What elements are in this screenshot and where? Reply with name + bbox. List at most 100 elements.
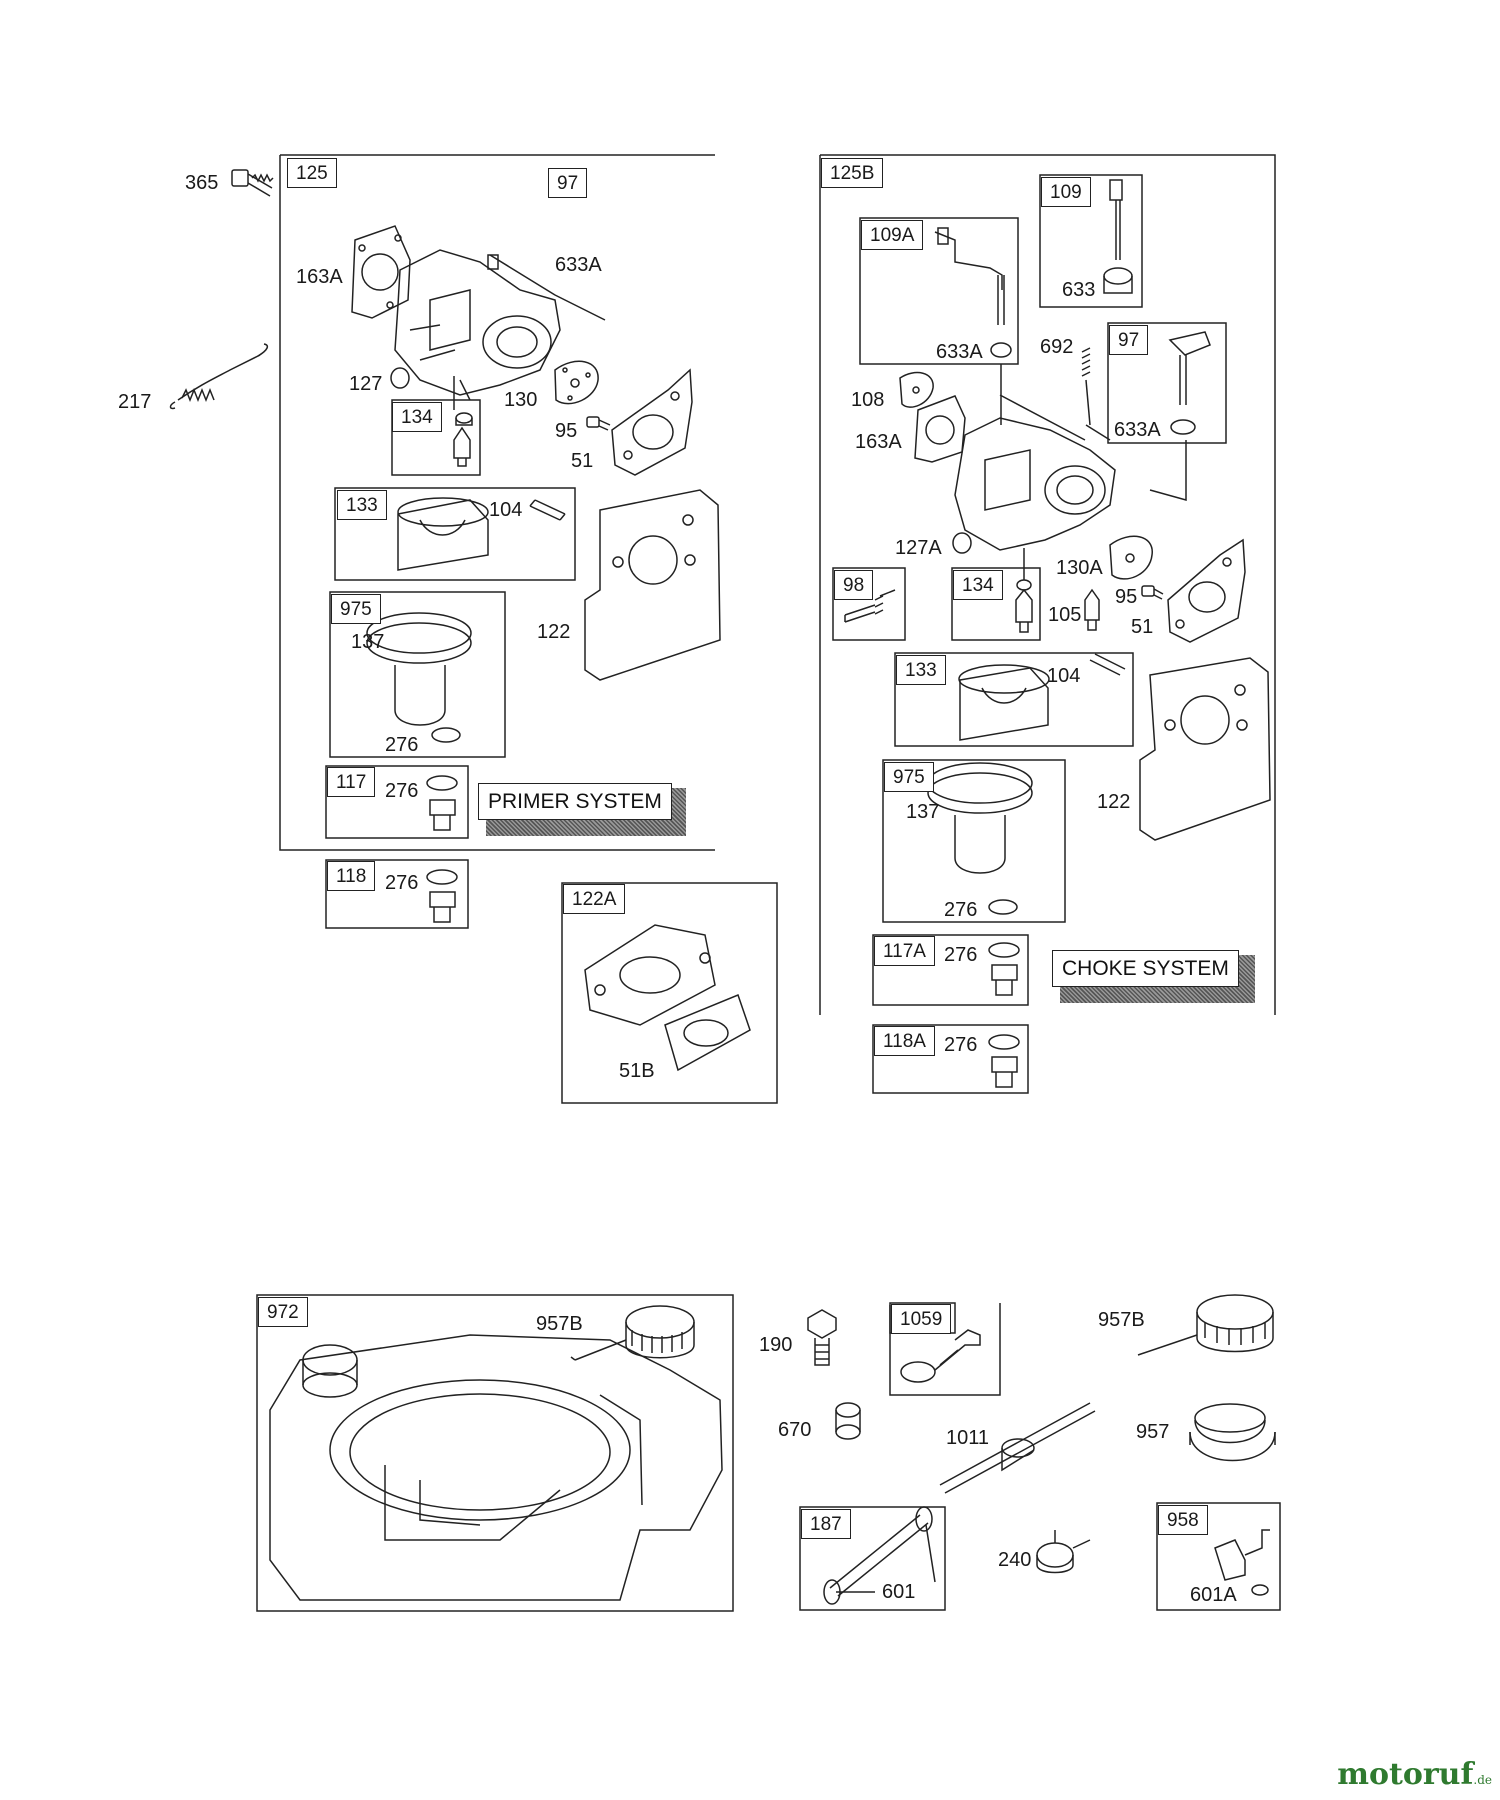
part-label-104: 104 — [489, 499, 523, 521]
bolt-190-icon — [807, 1309, 837, 1366]
part-label-108: 108 — [851, 389, 885, 411]
part-label-122-b: 122 — [1097, 791, 1131, 813]
plate-108-icon — [899, 371, 934, 408]
drain-117-box — [325, 765, 469, 839]
part-label-276-e: 276 — [944, 944, 978, 966]
part-box-label-125B: 125B — [821, 158, 884, 188]
filter-240-icon — [1036, 1530, 1091, 1574]
plate-122-left-icon — [584, 489, 721, 681]
part-label-51B: 51B — [619, 1060, 655, 1082]
part-label-276-d: 276 — [944, 899, 978, 921]
shaft-109-box — [1039, 174, 1143, 308]
screw-95-icon — [586, 416, 611, 431]
part-box-label-118: 118 — [327, 861, 376, 891]
part-label-51-b: 51 — [1131, 616, 1154, 638]
part-box-label-972: 972 — [258, 1297, 308, 1327]
part-box-label-98: 98 — [834, 570, 874, 600]
plate-130-icon — [554, 360, 599, 405]
part-label-240: 240 — [998, 1549, 1032, 1571]
watermark-suffix: .de — [1473, 1773, 1492, 1787]
part-box-label-109A: 109A — [861, 220, 924, 250]
part-label-633A-c: 633A — [1114, 419, 1161, 441]
part-label-633: 633 — [1062, 279, 1096, 301]
part-box-label-117: 117 — [327, 767, 376, 797]
part-label-137: 137 — [351, 631, 385, 653]
part-label-130A: 130A — [1056, 557, 1103, 579]
drain-118A-box — [872, 1024, 1029, 1094]
part-box-label-134: 134 — [392, 402, 442, 432]
part-label-1011: 1011 — [946, 1427, 990, 1449]
fuel-line-1011-icon — [939, 1402, 1096, 1494]
insulator-122A-box — [561, 882, 778, 1104]
watermark-logo: motoruf.de — [1337, 1760, 1492, 1790]
bolt-365-icon — [231, 169, 274, 197]
drain-118-box — [325, 859, 469, 929]
choke-group-frame — [819, 154, 1276, 1015]
part-box-label-122A: 122A — [563, 884, 626, 914]
screw-98-box — [832, 567, 906, 641]
bowl-975-box — [329, 591, 506, 758]
part-label-276-b: 276 — [385, 780, 419, 802]
choke-system-label: CHOKE SYSTEM — [1052, 950, 1239, 987]
needle-valve-134-right-box — [951, 548, 1041, 641]
part-label-670: 670 — [778, 1419, 812, 1441]
part-label-51: 51 — [571, 450, 594, 472]
gasket-163A-right-icon — [914, 395, 966, 463]
part-box-label-133: 133 — [337, 490, 387, 520]
part-box-label-975: 975 — [331, 594, 381, 624]
carburetor-body-left-icon — [394, 249, 606, 401]
part-label-633A-b: 633A — [936, 341, 983, 363]
part-box-label-1059: 1059 — [891, 1304, 952, 1334]
float-133-box — [334, 487, 576, 581]
plate-122-right-icon — [1139, 657, 1271, 841]
fuel-cap-957B-right-icon — [1137, 1294, 1274, 1356]
part-label-104-b: 104 — [1047, 665, 1081, 687]
shutoff-valve-958-box — [1156, 1502, 1281, 1611]
choke-shaft-109A-box — [859, 217, 1019, 365]
needle-105-icon — [1084, 588, 1100, 631]
part-box-label-187: 187 — [801, 1509, 851, 1539]
float-133-right-box — [894, 652, 1134, 747]
part-box-label-125: 125 — [287, 158, 337, 188]
part-label-130: 130 — [504, 389, 538, 411]
hose-187-box — [799, 1506, 946, 1611]
part-label-127: 127 — [349, 373, 383, 395]
part-box-label-117A: 117A — [874, 936, 935, 966]
spring-217-icon — [169, 343, 269, 410]
primer-group-frame — [279, 154, 715, 851]
bushing-670-icon — [835, 1402, 861, 1440]
part-box-label-97-right: 97 — [1109, 325, 1149, 355]
part-label-190: 190 — [759, 1334, 793, 1356]
part-label-601A: 601A — [1190, 1584, 1237, 1606]
gasket-51-left-icon — [611, 368, 693, 476]
part-label-95-b: 95 — [1115, 586, 1138, 608]
part-label-137-b: 137 — [906, 801, 940, 823]
part-label-95: 95 — [555, 420, 578, 442]
part-label-957B-b: 957B — [1098, 1309, 1145, 1331]
plug-127-icon — [390, 367, 410, 389]
shaft-97-right-box — [1107, 322, 1227, 444]
screw-95-right-icon — [1141, 585, 1164, 600]
gasket-51-right-icon — [1167, 538, 1246, 643]
part-label-957: 957 — [1136, 1421, 1170, 1443]
watermark-text: motoruf — [1337, 1757, 1474, 1792]
part-label-601: 601 — [882, 1581, 916, 1603]
needle-valve-134-box — [391, 376, 481, 476]
part-label-276-c: 276 — [385, 872, 419, 894]
part-label-105: 105 — [1048, 604, 1082, 626]
part-label-957B: 957B — [536, 1313, 583, 1335]
primer-system-label: PRIMER SYSTEM — [478, 783, 672, 820]
part-label-122: 122 — [537, 621, 571, 643]
plug-127A-icon — [952, 532, 972, 554]
spring-692-icon — [1081, 347, 1091, 426]
part-box-label-958: 958 — [1158, 1505, 1208, 1535]
part-box-label-134-right: 134 — [953, 570, 1003, 600]
part-box-label-133-right: 133 — [896, 655, 946, 685]
part-label-217: 217 — [118, 391, 152, 413]
drain-117A-box — [872, 934, 1029, 1006]
carburetor-body-right-icon — [954, 364, 1187, 551]
gasket-163A-icon — [351, 225, 411, 319]
fuel-cap-957-icon — [1189, 1403, 1276, 1462]
